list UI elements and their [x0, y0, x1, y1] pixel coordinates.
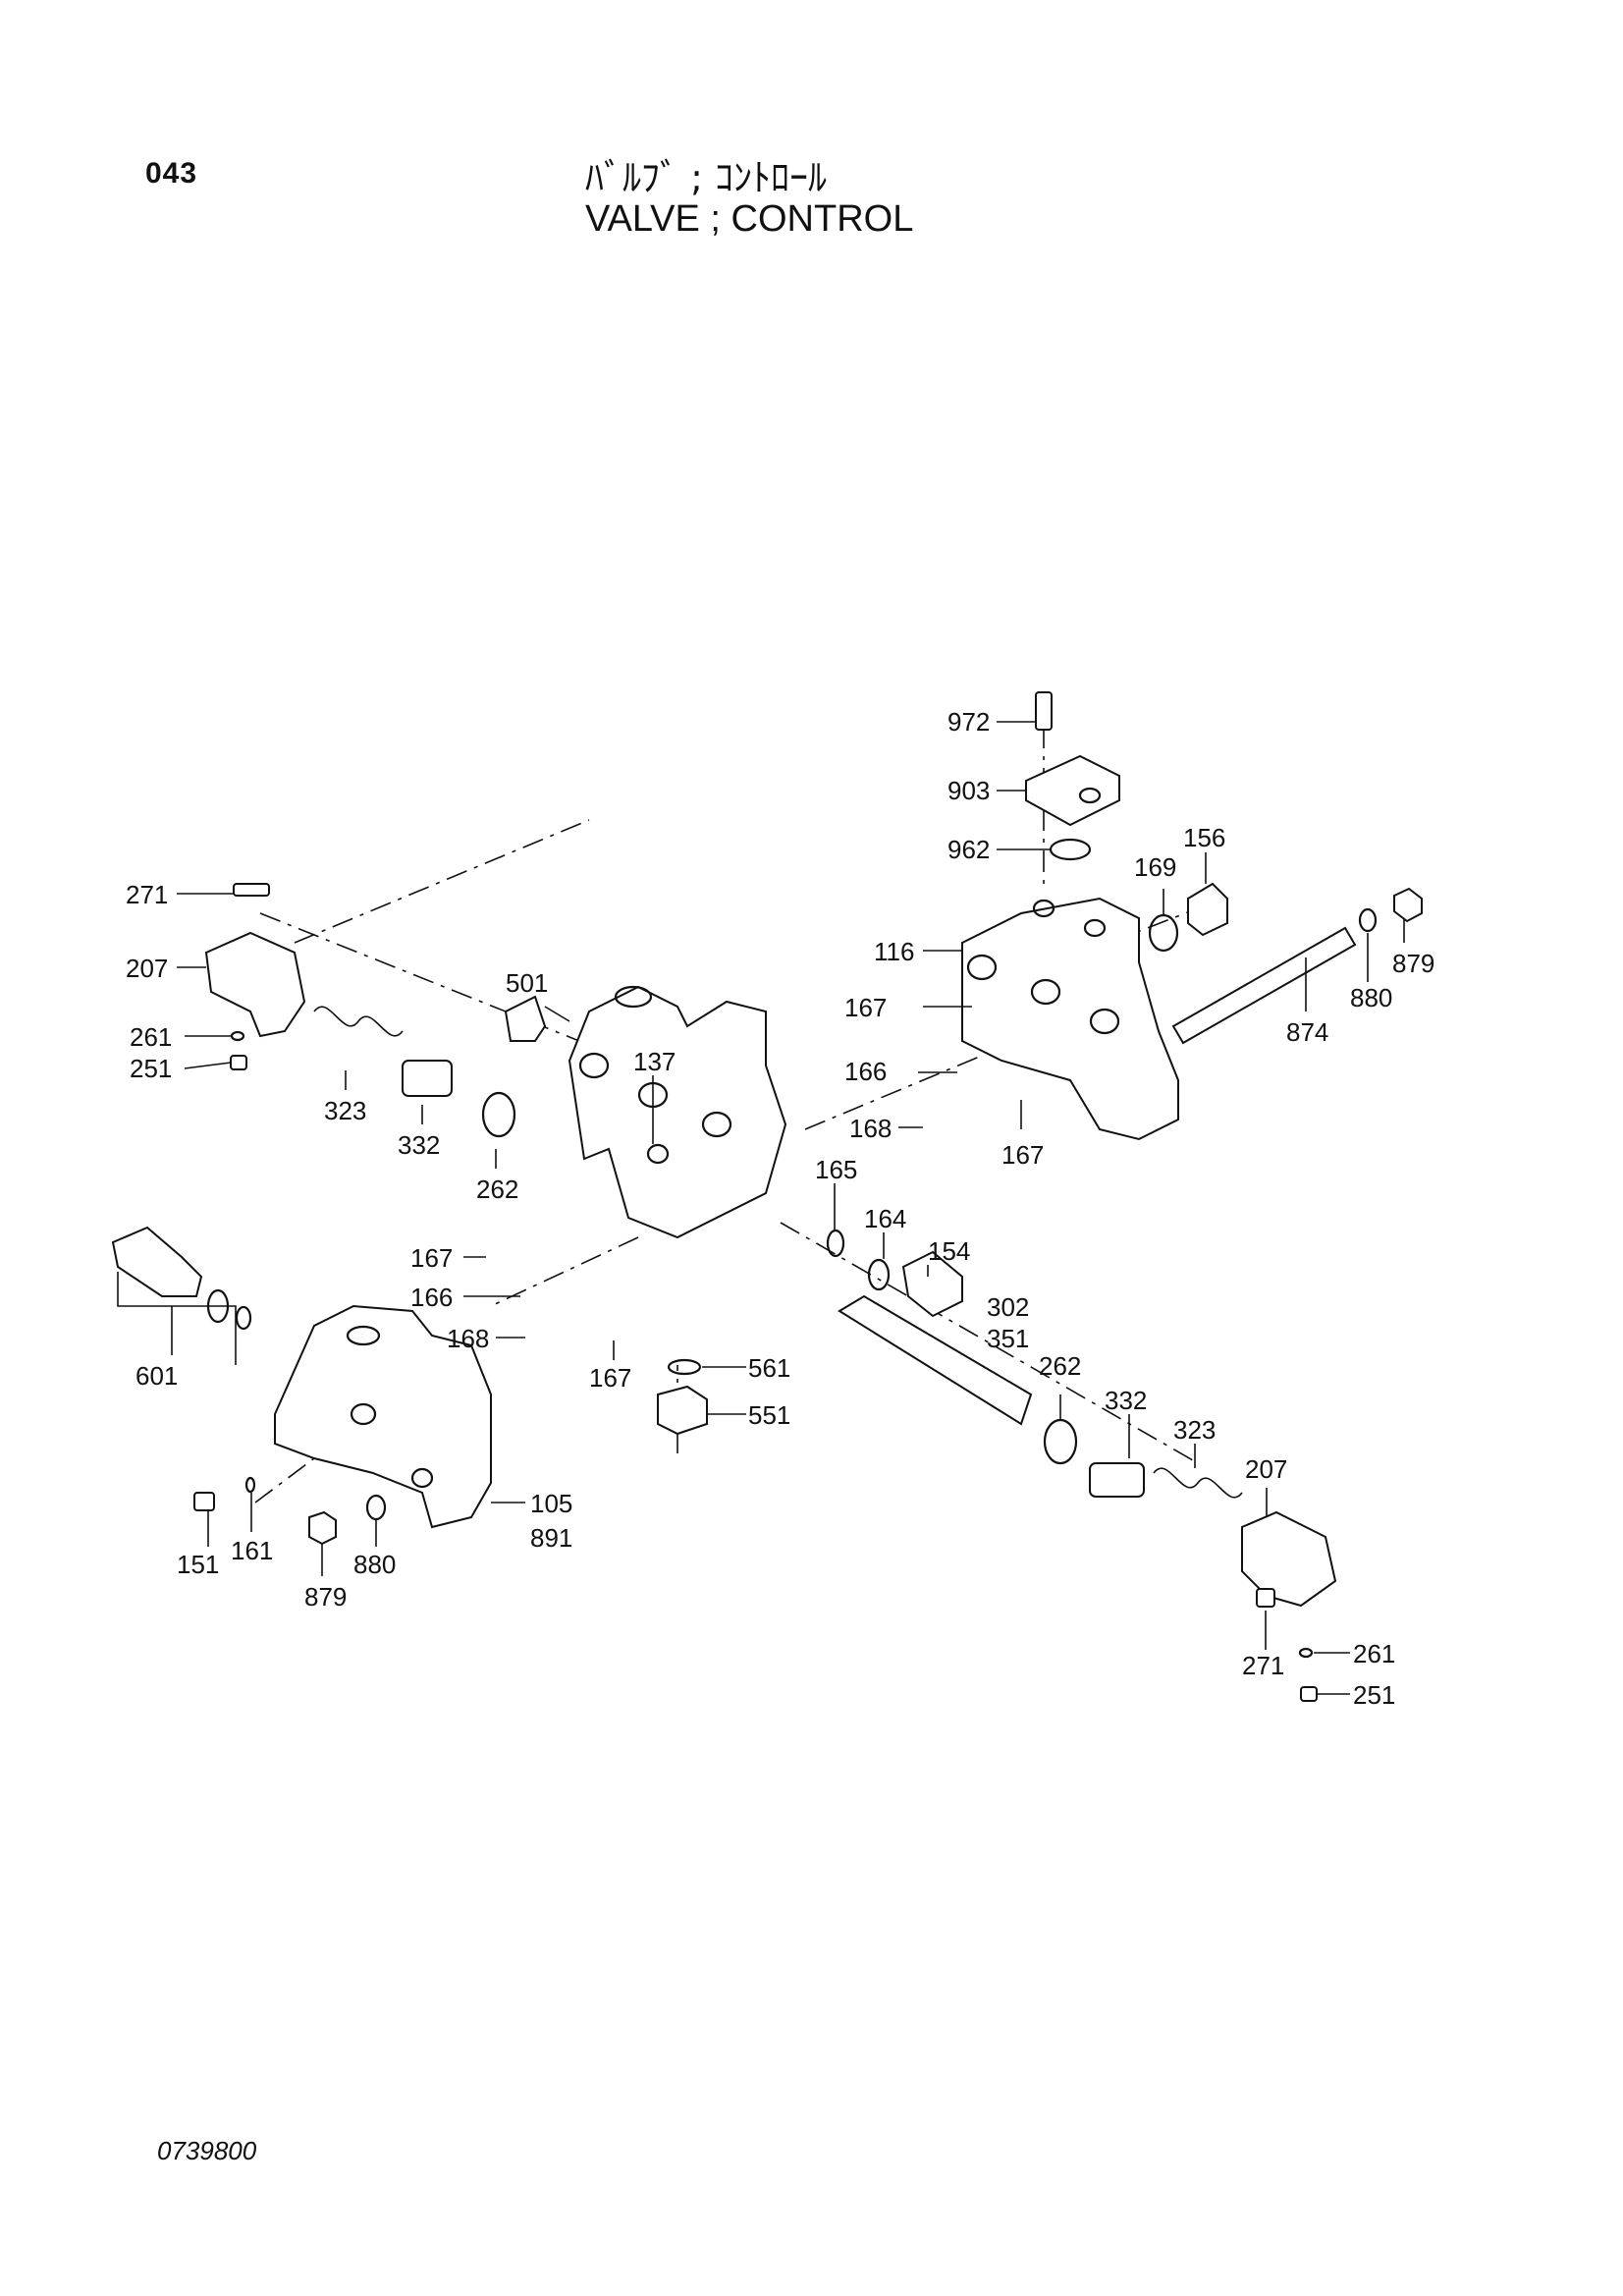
callout-879-left: 879 [304, 1582, 347, 1612]
callout-879-right: 879 [1392, 949, 1434, 978]
callout-501: 501 [506, 968, 548, 998]
callout-351: 351 [987, 1324, 1029, 1353]
fitting-501 [504, 995, 547, 1042]
end-cap-207-left [204, 883, 516, 1138]
callout-116: 116 [874, 937, 914, 966]
stud-874 [1171, 887, 1423, 1045]
page-number: 043 [145, 157, 198, 190]
callout-165: 165 [815, 1155, 857, 1184]
callout-154: 154 [928, 1236, 970, 1266]
section-137 [568, 985, 787, 1239]
leader-lines [117, 721, 1405, 1695]
callout-156: 156 [1183, 823, 1225, 852]
spool-302 [838, 1294, 1033, 1426]
callout-601: 601 [135, 1361, 178, 1391]
callout-891: 891 [530, 1523, 572, 1553]
plug-551 [657, 1358, 708, 1436]
callout-261-right: 261 [1353, 1639, 1395, 1668]
callout-168-right: 168 [849, 1114, 892, 1143]
cartridge-601 [111, 1226, 252, 1331]
callout-880-right: 880 [1350, 983, 1392, 1012]
callout-105: 105 [530, 1489, 572, 1518]
callout-880-left: 880 [353, 1550, 396, 1579]
callout-137: 137 [633, 1047, 676, 1076]
callout-903: 903 [947, 776, 990, 805]
end-block-105 [274, 1304, 492, 1529]
callout-561: 561 [748, 1353, 790, 1383]
end-block-116 [961, 897, 1179, 1141]
plug-156 [1148, 882, 1228, 953]
cover-plate-903 [1025, 691, 1120, 861]
callout-167-center-left: 167 [410, 1243, 453, 1273]
callout-962: 962 [947, 835, 990, 864]
callout-262-left: 262 [476, 1175, 518, 1204]
callout-167-right-lower: 167 [1001, 1140, 1044, 1170]
callout-874: 874 [1286, 1017, 1328, 1047]
callout-207-left: 207 [126, 954, 168, 983]
callout-551: 551 [748, 1400, 790, 1430]
callout-166-right: 166 [844, 1057, 887, 1086]
callout-271-left: 271 [126, 880, 168, 909]
callout-166-center: 166 [410, 1283, 453, 1312]
callout-332-left: 332 [398, 1130, 440, 1160]
callout-323-right: 323 [1173, 1415, 1216, 1445]
callout-251-left: 251 [130, 1054, 172, 1083]
callout-167-center-right: 167 [589, 1363, 631, 1393]
end-cap-207-right [1043, 1418, 1337, 1702]
callout-161: 161 [231, 1536, 273, 1565]
callout-323-left: 323 [324, 1096, 366, 1125]
callout-169: 169 [1134, 852, 1176, 882]
callout-332-right: 332 [1105, 1386, 1147, 1415]
plug-154 [826, 1229, 963, 1318]
callout-302: 302 [987, 1292, 1029, 1322]
callout-271-right: 271 [1242, 1651, 1284, 1680]
callout-168-center: 168 [447, 1324, 489, 1353]
callout-labels: 972 903 962 169 156 879 880 874 116 167 … [126, 707, 1434, 1710]
small-parts-left-bottom [193, 1476, 387, 1546]
title-english: VALVE ; CONTROL [585, 198, 914, 240]
callout-972: 972 [947, 707, 990, 737]
callout-261-left: 261 [130, 1022, 172, 1052]
drawing-code: 0739800 [157, 2136, 257, 2165]
callout-167-right-upper: 167 [844, 993, 887, 1022]
title-japanese: ﾊﾞﾙﾌﾞ ; ｺﾝﾄﾛｰﾙ [585, 156, 827, 199]
callout-207-right: 207 [1245, 1454, 1287, 1484]
callout-151: 151 [177, 1550, 219, 1579]
callout-164: 164 [864, 1204, 906, 1233]
callout-251-right: 251 [1353, 1680, 1395, 1710]
callout-262-right: 262 [1039, 1351, 1081, 1381]
